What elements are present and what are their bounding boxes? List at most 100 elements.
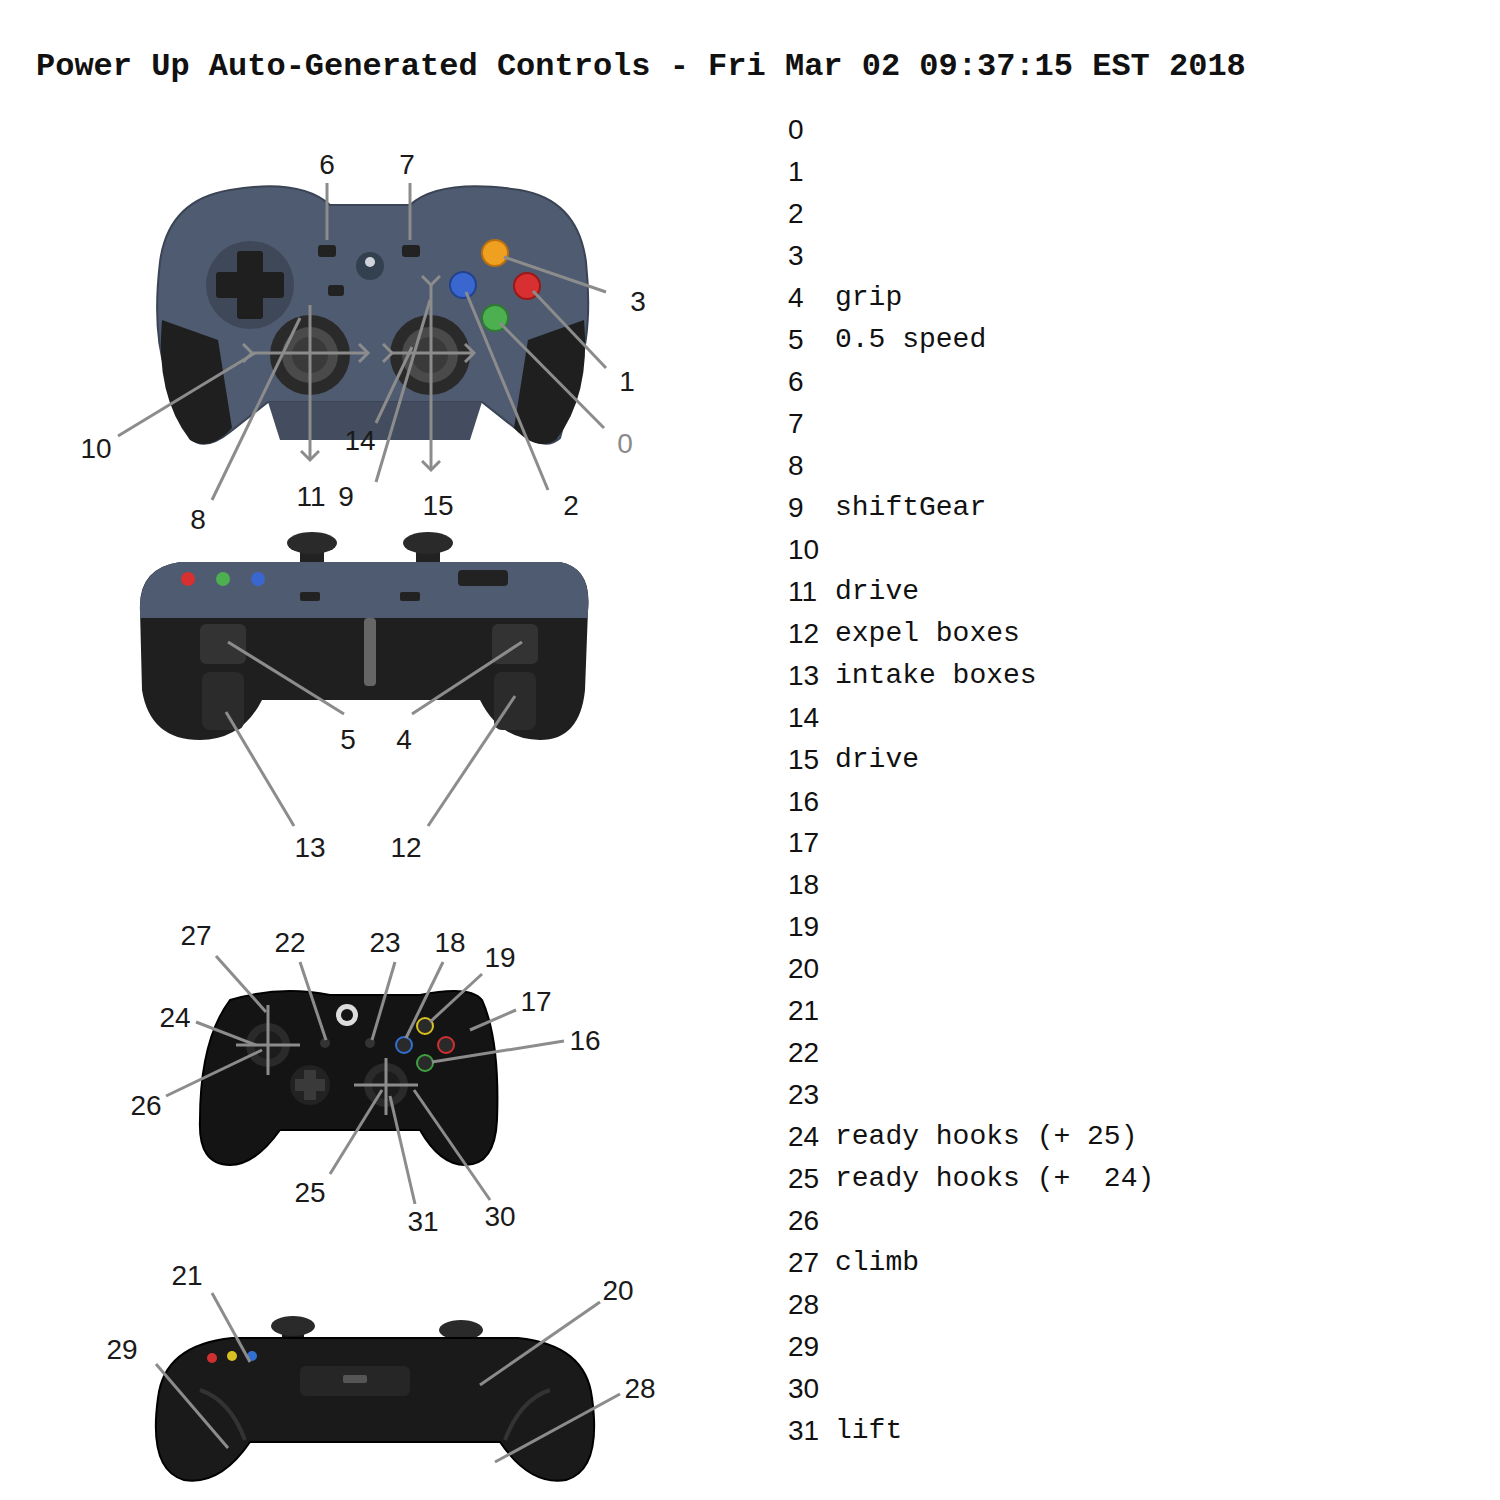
leader-lines bbox=[166, 956, 564, 1204]
leader-line bbox=[228, 642, 344, 714]
control-number: 28 bbox=[788, 1289, 819, 1321]
small-button bbox=[400, 592, 420, 601]
controller-body bbox=[156, 1338, 594, 1481]
callout-number: 12 bbox=[390, 832, 421, 864]
callout-number: 29 bbox=[106, 1334, 137, 1366]
controller-body bbox=[140, 562, 589, 740]
callout-number: 18 bbox=[434, 927, 465, 959]
port-panel bbox=[300, 1366, 410, 1396]
callout-number: 11 bbox=[296, 481, 325, 513]
mode-button bbox=[328, 285, 344, 296]
control-number: 0 bbox=[788, 114, 804, 146]
callout-number: 14 bbox=[344, 425, 375, 457]
control-action: expel boxes bbox=[835, 618, 1020, 650]
callout-number: 2 bbox=[563, 490, 579, 522]
leader-line bbox=[533, 291, 606, 368]
leader-line bbox=[376, 300, 430, 482]
leader-line bbox=[428, 696, 515, 826]
logo-mark bbox=[365, 257, 375, 267]
leader-line bbox=[412, 642, 522, 714]
callout-number: 0 bbox=[617, 428, 633, 460]
trigger bbox=[494, 672, 536, 730]
callout-number: 27 bbox=[180, 920, 211, 952]
leader-line bbox=[414, 1090, 490, 1200]
dpad-recess bbox=[290, 1065, 330, 1105]
face-button bbox=[450, 272, 476, 298]
leader-line bbox=[156, 1364, 228, 1448]
control-number: 7 bbox=[788, 408, 804, 440]
leader-line bbox=[432, 1041, 564, 1062]
xbox-front-view bbox=[156, 1293, 620, 1481]
stick-cap bbox=[287, 532, 337, 554]
leader-line bbox=[495, 1394, 620, 1462]
controller-grip bbox=[161, 320, 232, 444]
trigger-edge bbox=[200, 1390, 245, 1440]
dpad-edge bbox=[458, 570, 508, 586]
control-number: 25 bbox=[788, 1163, 819, 1195]
callout-number: 8 bbox=[190, 504, 206, 536]
leader-line bbox=[390, 1096, 415, 1204]
leader-lines bbox=[226, 642, 522, 826]
controller-top-face bbox=[140, 562, 589, 618]
leader-lines bbox=[118, 183, 606, 500]
leader-line bbox=[300, 962, 326, 1040]
axis-line bbox=[385, 1058, 388, 1115]
callout-number: 6 bbox=[319, 149, 335, 181]
face-button bbox=[181, 572, 195, 586]
control-number: 20 bbox=[788, 953, 819, 985]
face-button bbox=[251, 572, 265, 586]
control-number: 19 bbox=[788, 911, 819, 943]
callout-number: 13 bbox=[294, 832, 325, 864]
leader-line bbox=[196, 1022, 256, 1045]
leader-line bbox=[212, 318, 300, 500]
leader-line bbox=[406, 962, 443, 1038]
guide-button bbox=[336, 1004, 358, 1026]
control-number: 14 bbox=[788, 701, 819, 733]
xbox-top-view bbox=[166, 956, 564, 1204]
control-number: 31 bbox=[788, 1415, 819, 1447]
leader-line bbox=[330, 1090, 382, 1174]
callout-number: 17 bbox=[520, 986, 551, 1018]
usb-port bbox=[343, 1375, 367, 1383]
control-number: 15 bbox=[788, 743, 819, 775]
control-number: 1 bbox=[788, 156, 804, 188]
callout-number: 9 bbox=[338, 481, 354, 513]
leader-line bbox=[226, 712, 294, 826]
control-number: 10 bbox=[788, 534, 819, 566]
leader-line bbox=[376, 347, 412, 423]
callout-number: 15 bbox=[422, 490, 453, 522]
leader-line bbox=[216, 956, 266, 1012]
leader-line bbox=[409, 183, 412, 240]
small-button bbox=[300, 592, 320, 601]
callout-number: 3 bbox=[630, 286, 646, 318]
leader-line bbox=[470, 1010, 516, 1030]
leader-line bbox=[430, 974, 482, 1022]
page-title: Power Up Auto-Generated Controls - Fri M… bbox=[36, 49, 1246, 86]
stick-cap bbox=[403, 532, 453, 554]
axis-arrows bbox=[252, 285, 474, 470]
leader-line bbox=[466, 292, 548, 490]
face-button bbox=[417, 1055, 433, 1071]
control-action: ready hooks (+ 24) bbox=[835, 1163, 1154, 1195]
callout-number: 30 bbox=[484, 1201, 515, 1233]
leader-line bbox=[118, 353, 255, 436]
leader-line bbox=[372, 962, 395, 1040]
control-number: 4 bbox=[788, 282, 804, 314]
dpad bbox=[295, 1079, 325, 1091]
control-number: 22 bbox=[788, 1037, 819, 1069]
callout-number: 20 bbox=[602, 1275, 633, 1307]
start-button bbox=[402, 245, 420, 257]
face-button bbox=[396, 1037, 412, 1053]
face-button bbox=[216, 572, 230, 586]
leader-line bbox=[212, 1293, 250, 1362]
axis-line bbox=[267, 1005, 270, 1075]
control-number: 12 bbox=[788, 618, 819, 650]
control-number: 26 bbox=[788, 1205, 819, 1237]
callout-number: 19 bbox=[484, 942, 515, 974]
guide-mark bbox=[341, 1009, 353, 1021]
control-number: 11 bbox=[788, 576, 817, 608]
callout-number: 25 bbox=[294, 1177, 325, 1209]
callout-number: 31 bbox=[407, 1206, 438, 1238]
